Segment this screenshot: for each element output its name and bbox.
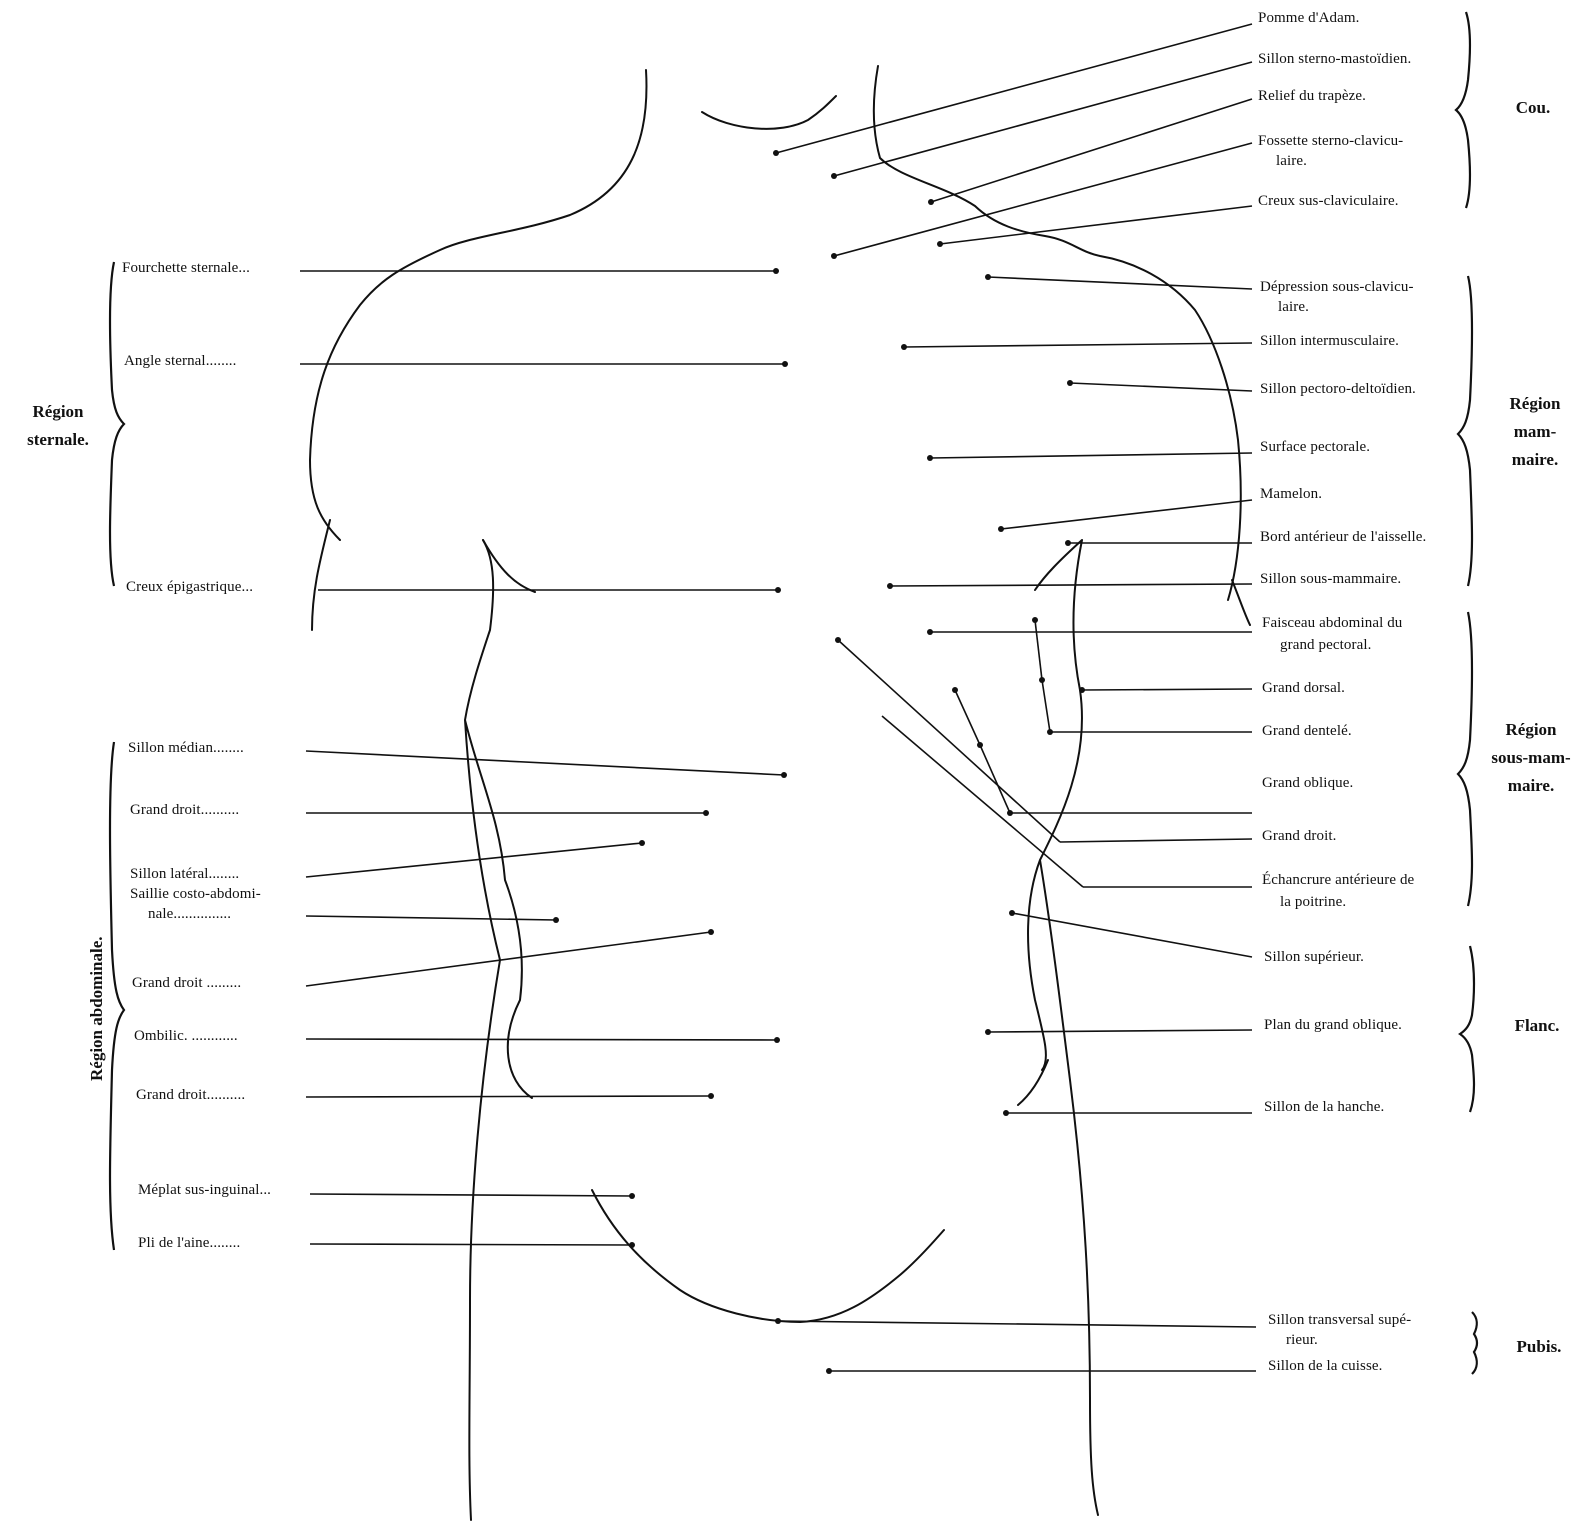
label-fourchette-sternale: Fourchette sternale... (122, 258, 250, 279)
label-relief-trapeze: Relief du trapèze. (1258, 86, 1366, 107)
region-sous-mammaire: Région sous-mam- maire. (1476, 716, 1586, 800)
region-sous-mammaire-line1: Région (1476, 716, 1586, 744)
label-depression-sous-claviculaire: Dépression sous-clavicu- (1260, 277, 1414, 298)
region-sous-mammaire-line2: sous-mam- (1476, 744, 1586, 772)
left-leaders (300, 271, 785, 1245)
label-saillie-costo-abdominale-cont: nale............... (148, 904, 231, 925)
label-sillon-superieur: Sillon supérieur. (1264, 947, 1364, 968)
label-meplat-sus-inguinal: Méplat sus-inguinal... (138, 1180, 271, 1201)
label-echancrure-anterieure-cont: la poitrine. (1280, 892, 1346, 913)
label-grand-droit-3: Grand droit.......... (136, 1085, 245, 1106)
label-grand-oblique: Grand oblique. (1262, 773, 1353, 794)
label-grand-droit-1: Grand droit.......... (130, 800, 239, 821)
region-mammaire-line1: Région (1490, 390, 1580, 418)
region-mammaire-line2: mam- (1490, 418, 1580, 446)
label-grand-dentele: Grand dentelé. (1262, 721, 1352, 742)
label-sillon-transversal-superieur: Sillon transversal supé- (1268, 1310, 1411, 1331)
label-fossette-sterno-claviculaire-cont: laire. (1276, 151, 1307, 172)
label-grand-droit-right: Grand droit. (1262, 826, 1337, 847)
label-sillon-cuisse: Sillon de la cuisse. (1268, 1356, 1383, 1377)
label-pli-aine: Pli de l'aine........ (138, 1233, 240, 1254)
region-flanc: Flanc. (1502, 1012, 1572, 1040)
label-fossette-sterno-claviculaire: Fossette sterno-clavicu- (1258, 131, 1403, 152)
label-sillon-intermusculaire: Sillon intermusculaire. (1260, 331, 1399, 352)
label-creux-epigastrique: Creux épigastrique... (126, 577, 253, 598)
label-grand-dorsal: Grand dorsal. (1262, 678, 1345, 699)
label-faisceau-abdominal: Faisceau abdominal du (1262, 613, 1402, 634)
label-ombilic: Ombilic. ............ (134, 1026, 238, 1047)
label-sillon-sterno-mastoidien: Sillon sterno-mastoïdien. (1258, 49, 1411, 70)
label-sillon-lateral: Sillon latéral........ (130, 864, 239, 885)
label-pomme-adam: Pomme d'Adam. (1258, 8, 1360, 29)
label-sillon-transversal-superieur-cont: rieur. (1286, 1330, 1318, 1351)
label-saillie-costo-abdominale: Saillie costo-abdomi- (130, 884, 261, 905)
label-plan-grand-oblique: Plan du grand oblique. (1264, 1015, 1402, 1036)
region-sous-mammaire-line3: maire. (1476, 772, 1586, 800)
label-sillon-pectoro-deltoidien: Sillon pectoro-deltoïdien. (1260, 379, 1416, 400)
pin-dots (553, 150, 1085, 1374)
label-sillon-hanche: Sillon de la hanche. (1264, 1097, 1384, 1118)
label-mamelon: Mamelon. (1260, 484, 1322, 505)
region-pubis: Pubis. (1504, 1333, 1574, 1361)
label-bord-anterieur-aisselle: Bord antérieur de l'aisselle. (1260, 527, 1426, 548)
region-sternale-line1: Région (8, 398, 108, 426)
label-faisceau-abdominal-cont: grand pectoral. (1280, 635, 1371, 656)
label-creux-sus-claviculaire: Creux sus-claviculaire. (1258, 191, 1399, 212)
label-echancrure-anterieure: Échancrure antérieure de (1262, 870, 1414, 891)
right-leaders (776, 24, 1256, 1371)
region-mammaire-line3: maire. (1490, 446, 1580, 474)
region-mammaire: Région mam- maire. (1490, 390, 1580, 474)
label-grand-droit-2: Grand droit ......... (132, 973, 241, 994)
label-angle-sternal: Angle sternal........ (124, 351, 237, 372)
label-sillon-sous-mammaire: Sillon sous-mammaire. (1260, 569, 1401, 590)
region-cou: Cou. (1498, 94, 1568, 122)
region-sternale: Région sternale. (8, 398, 108, 454)
label-depression-sous-claviculaire-cont: laire. (1278, 297, 1309, 318)
body-outline (310, 66, 1250, 1520)
label-sillon-median: Sillon médian........ (128, 738, 244, 759)
region-sternale-line2: sternale. (8, 426, 108, 454)
label-surface-pectorale: Surface pectorale. (1260, 437, 1370, 458)
region-abdominale: Région abdominale. (87, 911, 111, 1081)
